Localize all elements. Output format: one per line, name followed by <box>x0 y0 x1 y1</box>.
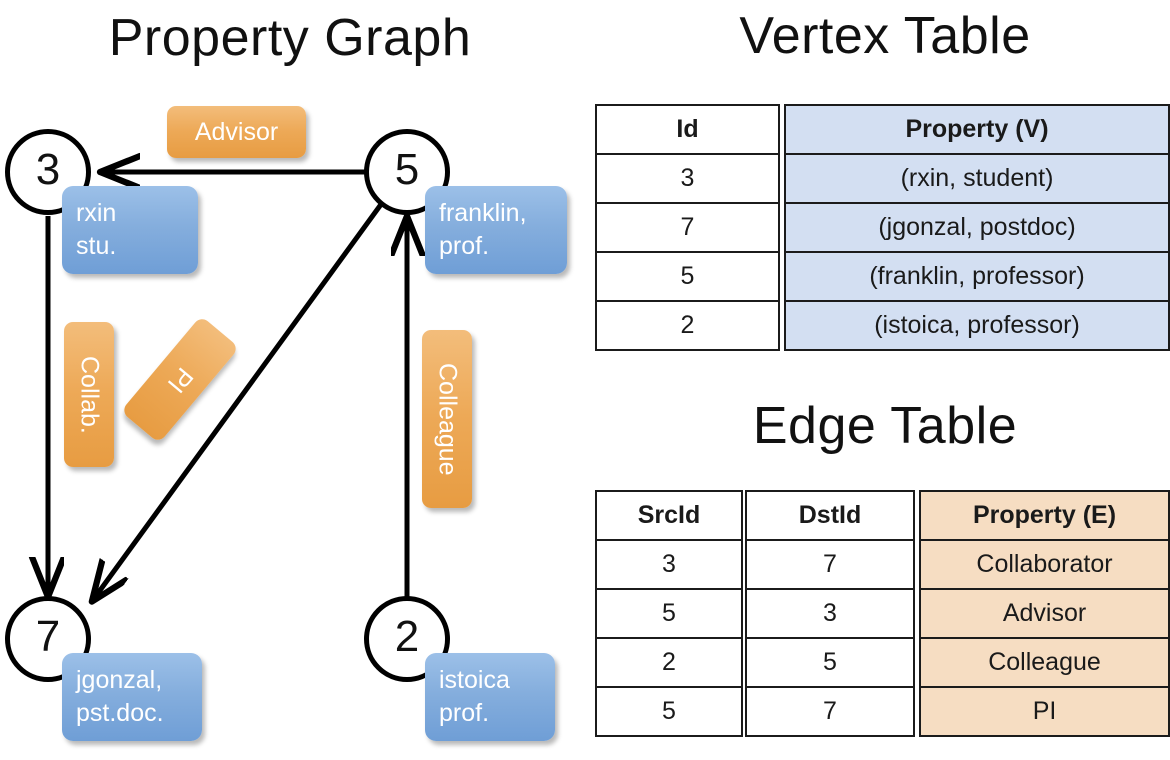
vertex-header-id: Id <box>595 104 780 155</box>
edge-cell-property: Advisor <box>919 588 1170 639</box>
table-row: PI <box>919 686 1170 737</box>
edge-arrow-5-to-7 <box>93 201 385 600</box>
table-row: 3 <box>595 153 780 204</box>
edge-table-srcid-column: SrcId 3 5 2 5 <box>595 490 743 737</box>
table-row: Advisor <box>919 588 1170 639</box>
edge-label-collab-text: Collab. <box>75 355 104 434</box>
table-header-row: DstId <box>745 490 915 541</box>
table-row: (rxin, student) <box>784 153 1170 204</box>
table-row: 5 <box>595 251 780 302</box>
table-row: 7 <box>745 539 915 590</box>
table-row: (jgonzal, postdoc) <box>784 202 1170 253</box>
table-row: 5 <box>595 686 743 737</box>
node-property-2-line2: prof. <box>439 699 490 727</box>
vertex-cell-property: (rxin, student) <box>784 153 1170 204</box>
node-property-7-line2: pst.doc. <box>76 699 164 727</box>
edge-header-property: Property (E) <box>919 490 1170 541</box>
edge-cell-property: Collaborator <box>919 539 1170 590</box>
edge-cell-property: PI <box>919 686 1170 737</box>
edge-label-pi-text: PI <box>162 361 199 398</box>
table-row: 2 <box>595 637 743 688</box>
vertex-table-property-column: Property (V) (rxin, student) (jgonzal, p… <box>784 104 1170 351</box>
node-property-5-line1: franklin, <box>439 199 527 227</box>
table-row: 2 <box>595 300 780 351</box>
node-property-3-line2: stu. <box>76 232 117 260</box>
edge-cell-dstid: 3 <box>745 588 915 639</box>
graph-node-2[interactable]: 2 <box>364 596 450 682</box>
edge-label-collab[interactable]: Collab. <box>64 322 114 467</box>
node-property-3-line1: rxin <box>76 199 117 227</box>
node-property-7-line1: jgonzal, <box>76 666 163 694</box>
graph-node-5-label: 5 <box>394 145 420 194</box>
table-row: 5 <box>595 588 743 639</box>
table-row: 3 <box>745 588 915 639</box>
edge-cell-property: Colleague <box>919 637 1170 688</box>
vertex-cell-id: 2 <box>595 300 780 351</box>
node-property-5-line2: prof. <box>439 232 490 260</box>
node-property-box-5[interactable]: franklin, prof. <box>425 186 567 274</box>
vertex-cell-id: 3 <box>595 153 780 204</box>
edge-cell-srcid: 2 <box>595 637 743 688</box>
table-row: (franklin, professor) <box>784 251 1170 302</box>
edge-table-property-column: Property (E) Collaborator Advisor Collea… <box>919 490 1170 737</box>
edge-cell-srcid: 5 <box>595 686 743 737</box>
table-row: 3 <box>595 539 743 590</box>
graph-node-2-label: 2 <box>394 612 420 661</box>
edge-header-dstid: DstId <box>745 490 915 541</box>
graph-node-7-label: 7 <box>35 612 61 661</box>
graph-edge-arrows <box>0 0 585 760</box>
table-row: Collaborator <box>919 539 1170 590</box>
edge-cell-dstid: 7 <box>745 686 915 737</box>
property-graph-diagram: 3 5 7 2 rxin stu. franklin, prof. jgonza… <box>0 0 585 760</box>
page-title-property-graph: Property Graph <box>108 9 472 67</box>
edge-cell-srcid: 3 <box>595 539 743 590</box>
table-row: Colleague <box>919 637 1170 688</box>
table-header-row: SrcId <box>595 490 743 541</box>
vertex-header-property: Property (V) <box>784 104 1170 155</box>
vertex-cell-id: 7 <box>595 202 780 253</box>
table-header-row: Id <box>595 104 780 155</box>
table-row: 5 <box>745 637 915 688</box>
edge-label-colleague[interactable]: Colleague <box>422 330 472 508</box>
edge-cell-dstid: 7 <box>745 539 915 590</box>
edge-label-colleague-text: Colleague <box>433 362 462 476</box>
edge-cell-dstid: 5 <box>745 637 915 688</box>
page-title-edge-table: Edge Table <box>752 397 1018 455</box>
edge-label-advisor[interactable]: Advisor <box>167 106 306 158</box>
vertex-cell-property: (franklin, professor) <box>784 251 1170 302</box>
vertex-table-id-column: Id 3 7 5 2 <box>595 104 780 351</box>
edge-table-dstid-column: DstId 7 3 5 7 <box>745 490 915 737</box>
table-row: 7 <box>595 202 780 253</box>
graph-node-3-label: 3 <box>35 145 61 194</box>
node-property-box-2[interactable]: istoica prof. <box>425 653 555 741</box>
edge-header-srcid: SrcId <box>595 490 743 541</box>
graph-node-5[interactable]: 5 <box>364 129 450 215</box>
edge-label-advisor-text: Advisor <box>194 117 279 146</box>
page-title-vertex-table: Vertex Table <box>739 7 1031 65</box>
edge-cell-srcid: 5 <box>595 588 743 639</box>
table-row: (istoica, professor) <box>784 300 1170 351</box>
vertex-cell-id: 5 <box>595 251 780 302</box>
node-property-box-7[interactable]: jgonzal, pst.doc. <box>62 653 202 741</box>
node-property-box-3[interactable]: rxin stu. <box>62 186 198 274</box>
table-row: 7 <box>745 686 915 737</box>
node-property-2-line1: istoica <box>439 666 510 694</box>
vertex-cell-property: (istoica, professor) <box>784 300 1170 351</box>
table-header-row: Property (V) <box>784 104 1170 155</box>
vertex-cell-property: (jgonzal, postdoc) <box>784 202 1170 253</box>
table-header-row: Property (E) <box>919 490 1170 541</box>
